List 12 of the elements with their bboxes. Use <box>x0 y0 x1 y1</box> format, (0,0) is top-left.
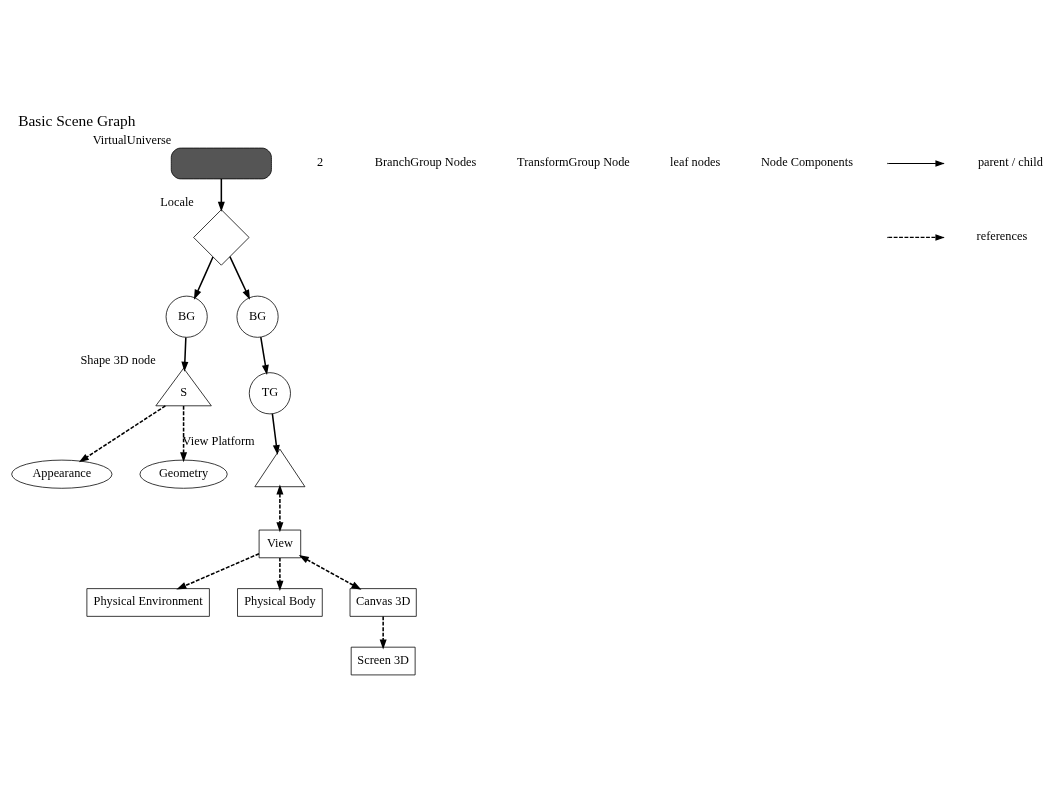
node-label: Locale <box>160 194 194 209</box>
legend-label: parent / child <box>977 155 1043 170</box>
label: 2 <box>316 155 324 170</box>
label: TransformGroup Node <box>517 155 630 170</box>
node-label: View Platform <box>182 434 255 449</box>
legend-label: references <box>976 229 1028 244</box>
diagram-title: Basic Scene Graph <box>18 112 136 130</box>
label: BranchGroup Nodes <box>374 155 477 170</box>
node-label: Shape 3D node <box>80 353 156 368</box>
label: Node Components <box>760 155 853 170</box>
node-label: VirtualUniverse <box>92 133 172 148</box>
label: leaf nodes <box>670 155 721 170</box>
